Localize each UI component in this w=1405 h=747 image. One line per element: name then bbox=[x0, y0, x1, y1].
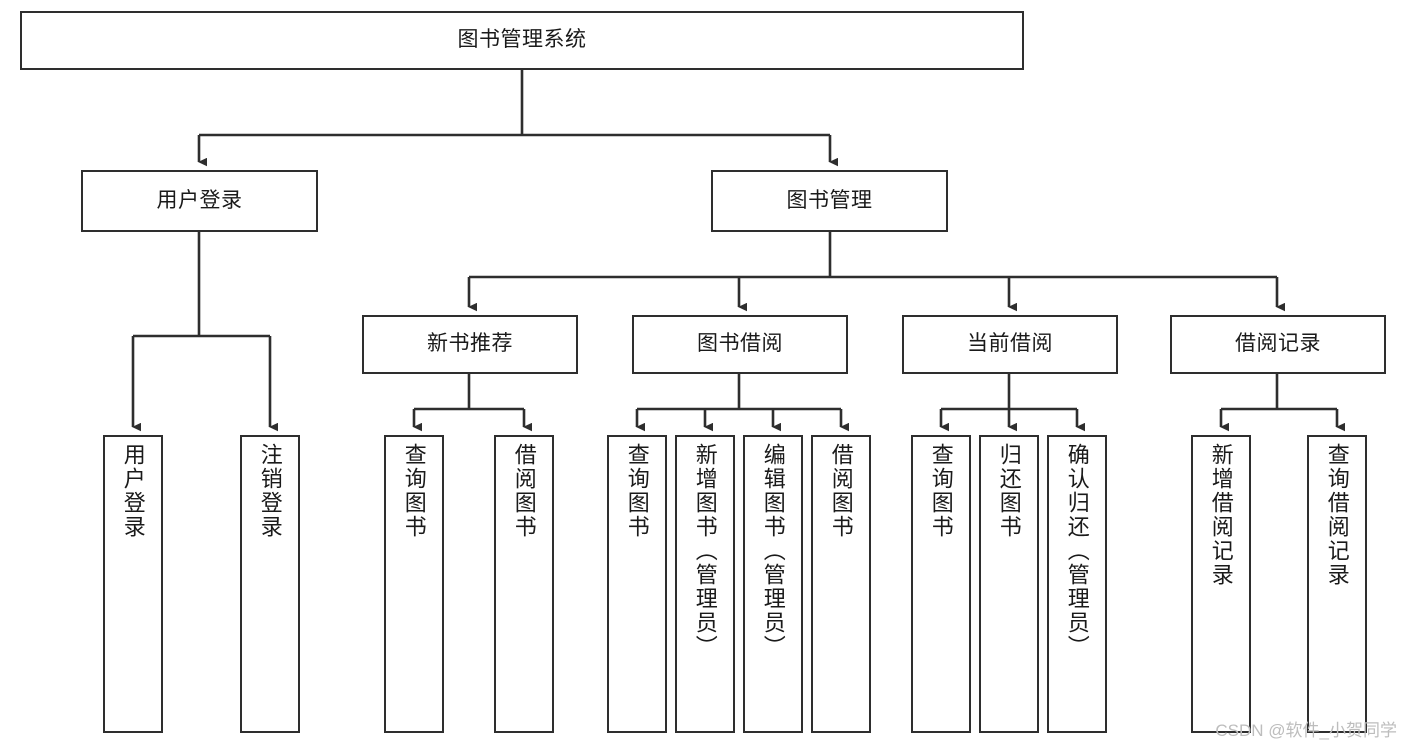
node-leaf-borrow-book-2[interactable]: 借阅图书 bbox=[811, 435, 871, 733]
node-leaf-add-book[interactable]: 新增图书（管理员） bbox=[675, 435, 735, 733]
node-leaf-confirm-return-label: 确认归还（管理员） bbox=[1064, 443, 1090, 659]
node-user-login-label: 用户登录 bbox=[156, 188, 243, 212]
node-leaf-borrow-book-2-label: 借阅图书 bbox=[828, 443, 854, 539]
node-leaf-query-book-1-label: 查询图书 bbox=[401, 443, 427, 539]
node-root-label: 图书管理系统 bbox=[457, 28, 587, 52]
node-leaf-add-book-label: 新增图书（管理员） bbox=[692, 443, 718, 659]
node-leaf-user-login[interactable]: 用户登录 bbox=[103, 435, 163, 733]
node-leaf-query-book-3[interactable]: 查询图书 bbox=[911, 435, 971, 733]
node-leaf-add-record[interactable]: 新增借阅记录 bbox=[1191, 435, 1251, 733]
node-leaf-return-book[interactable]: 归还图书 bbox=[979, 435, 1039, 733]
node-new-book-recommend-label: 新书推荐 bbox=[427, 332, 513, 356]
node-current-borrow-label: 当前借阅 bbox=[967, 332, 1053, 356]
node-leaf-logout-login[interactable]: 注销登录 bbox=[240, 435, 300, 733]
node-leaf-query-book-3-label: 查询图书 bbox=[928, 443, 954, 539]
node-book-borrow-label: 图书借阅 bbox=[697, 332, 783, 356]
node-leaf-add-record-label: 新增借阅记录 bbox=[1208, 443, 1234, 587]
node-leaf-query-book-1[interactable]: 查询图书 bbox=[384, 435, 444, 733]
node-leaf-confirm-return[interactable]: 确认归还（管理员） bbox=[1047, 435, 1107, 733]
node-book-management-label: 图书管理 bbox=[786, 188, 873, 212]
node-leaf-user-login-label: 用户登录 bbox=[120, 443, 146, 539]
node-leaf-logout-login-label: 注销登录 bbox=[257, 443, 283, 539]
node-leaf-query-record-label: 查询借阅记录 bbox=[1324, 443, 1350, 587]
node-new-book-recommend[interactable]: 新书推荐 bbox=[362, 315, 578, 374]
node-borrow-record[interactable]: 借阅记录 bbox=[1170, 315, 1386, 374]
node-root[interactable]: 图书管理系统 bbox=[20, 11, 1024, 70]
node-borrow-record-label: 借阅记录 bbox=[1235, 332, 1321, 356]
node-leaf-edit-book-label: 编辑图书（管理员） bbox=[760, 443, 786, 659]
node-leaf-query-book-2[interactable]: 查询图书 bbox=[607, 435, 667, 733]
node-user-login[interactable]: 用户登录 bbox=[81, 170, 318, 232]
node-leaf-return-book-label: 归还图书 bbox=[996, 443, 1022, 539]
node-leaf-query-record[interactable]: 查询借阅记录 bbox=[1307, 435, 1367, 733]
node-current-borrow[interactable]: 当前借阅 bbox=[902, 315, 1118, 374]
node-leaf-query-book-2-label: 查询图书 bbox=[624, 443, 650, 539]
node-leaf-borrow-book-1[interactable]: 借阅图书 bbox=[494, 435, 554, 733]
node-leaf-edit-book[interactable]: 编辑图书（管理员） bbox=[743, 435, 803, 733]
watermark-text: CSDN @软件_小贺同学 bbox=[1215, 721, 1397, 740]
node-book-management[interactable]: 图书管理 bbox=[711, 170, 948, 232]
node-leaf-borrow-book-1-label: 借阅图书 bbox=[511, 443, 537, 539]
node-book-borrow[interactable]: 图书借阅 bbox=[632, 315, 848, 374]
